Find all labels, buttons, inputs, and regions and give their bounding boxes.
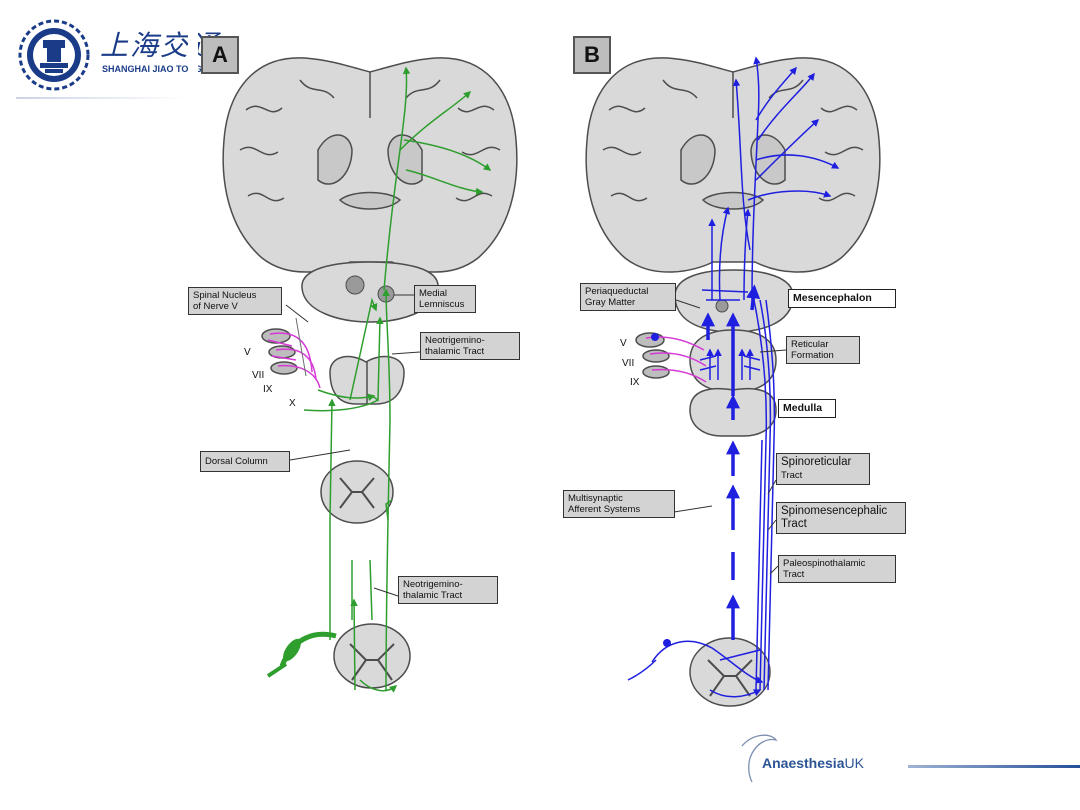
label-dorsal-column: Dorsal Column: [200, 451, 290, 472]
panel-a-green-pathways: [303, 66, 492, 693]
anaesthesia-uk-logo: AnaesthesiaUK: [762, 755, 864, 771]
panel-b-blue-pathways: [651, 56, 840, 698]
panel-a-letter: A: [201, 36, 239, 74]
label-medulla: Medulla: [778, 399, 836, 418]
label-neotrig-upper: Neotrigemino-thalamic Tract: [420, 332, 520, 360]
nerve-label-ix: IX: [263, 384, 273, 395]
university-name-en: SHANGHAI JIAO TONG: [102, 64, 202, 74]
header-clip: [188, 24, 198, 94]
nerve-label-b-ix: IX: [630, 377, 640, 388]
panel-b-leader-lines: [673, 299, 787, 575]
nerve-label-v: V: [244, 347, 251, 358]
university-header: [16, 18, 196, 93]
panel-b-brain: [585, 57, 881, 273]
header-divider: [16, 97, 188, 99]
panel-a-leader-lines: [285, 294, 421, 597]
label-neotrig-lower: Neotrigemino-thalamic Tract: [398, 576, 498, 604]
panel-b-lumbar-cord: [689, 637, 771, 707]
footer-brand: AnaesthesiaUK: [740, 730, 1080, 800]
panel-b-anatomy: [585, 57, 881, 707]
panel-a-trigeminal-fibers: [267, 317, 321, 389]
nerve-label-b-vii: VII: [622, 358, 635, 369]
nerve-label-b-v: V: [620, 338, 627, 349]
panel-a-lumbar-cord: [333, 623, 411, 689]
anaesthesia-swoosh-icon: [741, 734, 778, 783]
panel-a-brain: [222, 57, 518, 273]
university-name-cn: 上海交通: [100, 29, 221, 62]
panel-b-letter: B: [573, 36, 611, 74]
panel-b-multisynaptic-column: [701, 284, 761, 640]
footer-rule: [908, 765, 1080, 768]
label-mesencephalon: Mesencephalon: [788, 289, 896, 308]
nerve-label-x: X: [289, 398, 296, 409]
nerve-label-vii: VII: [252, 370, 265, 381]
sjtu-emblem-icon: [18, 19, 90, 91]
